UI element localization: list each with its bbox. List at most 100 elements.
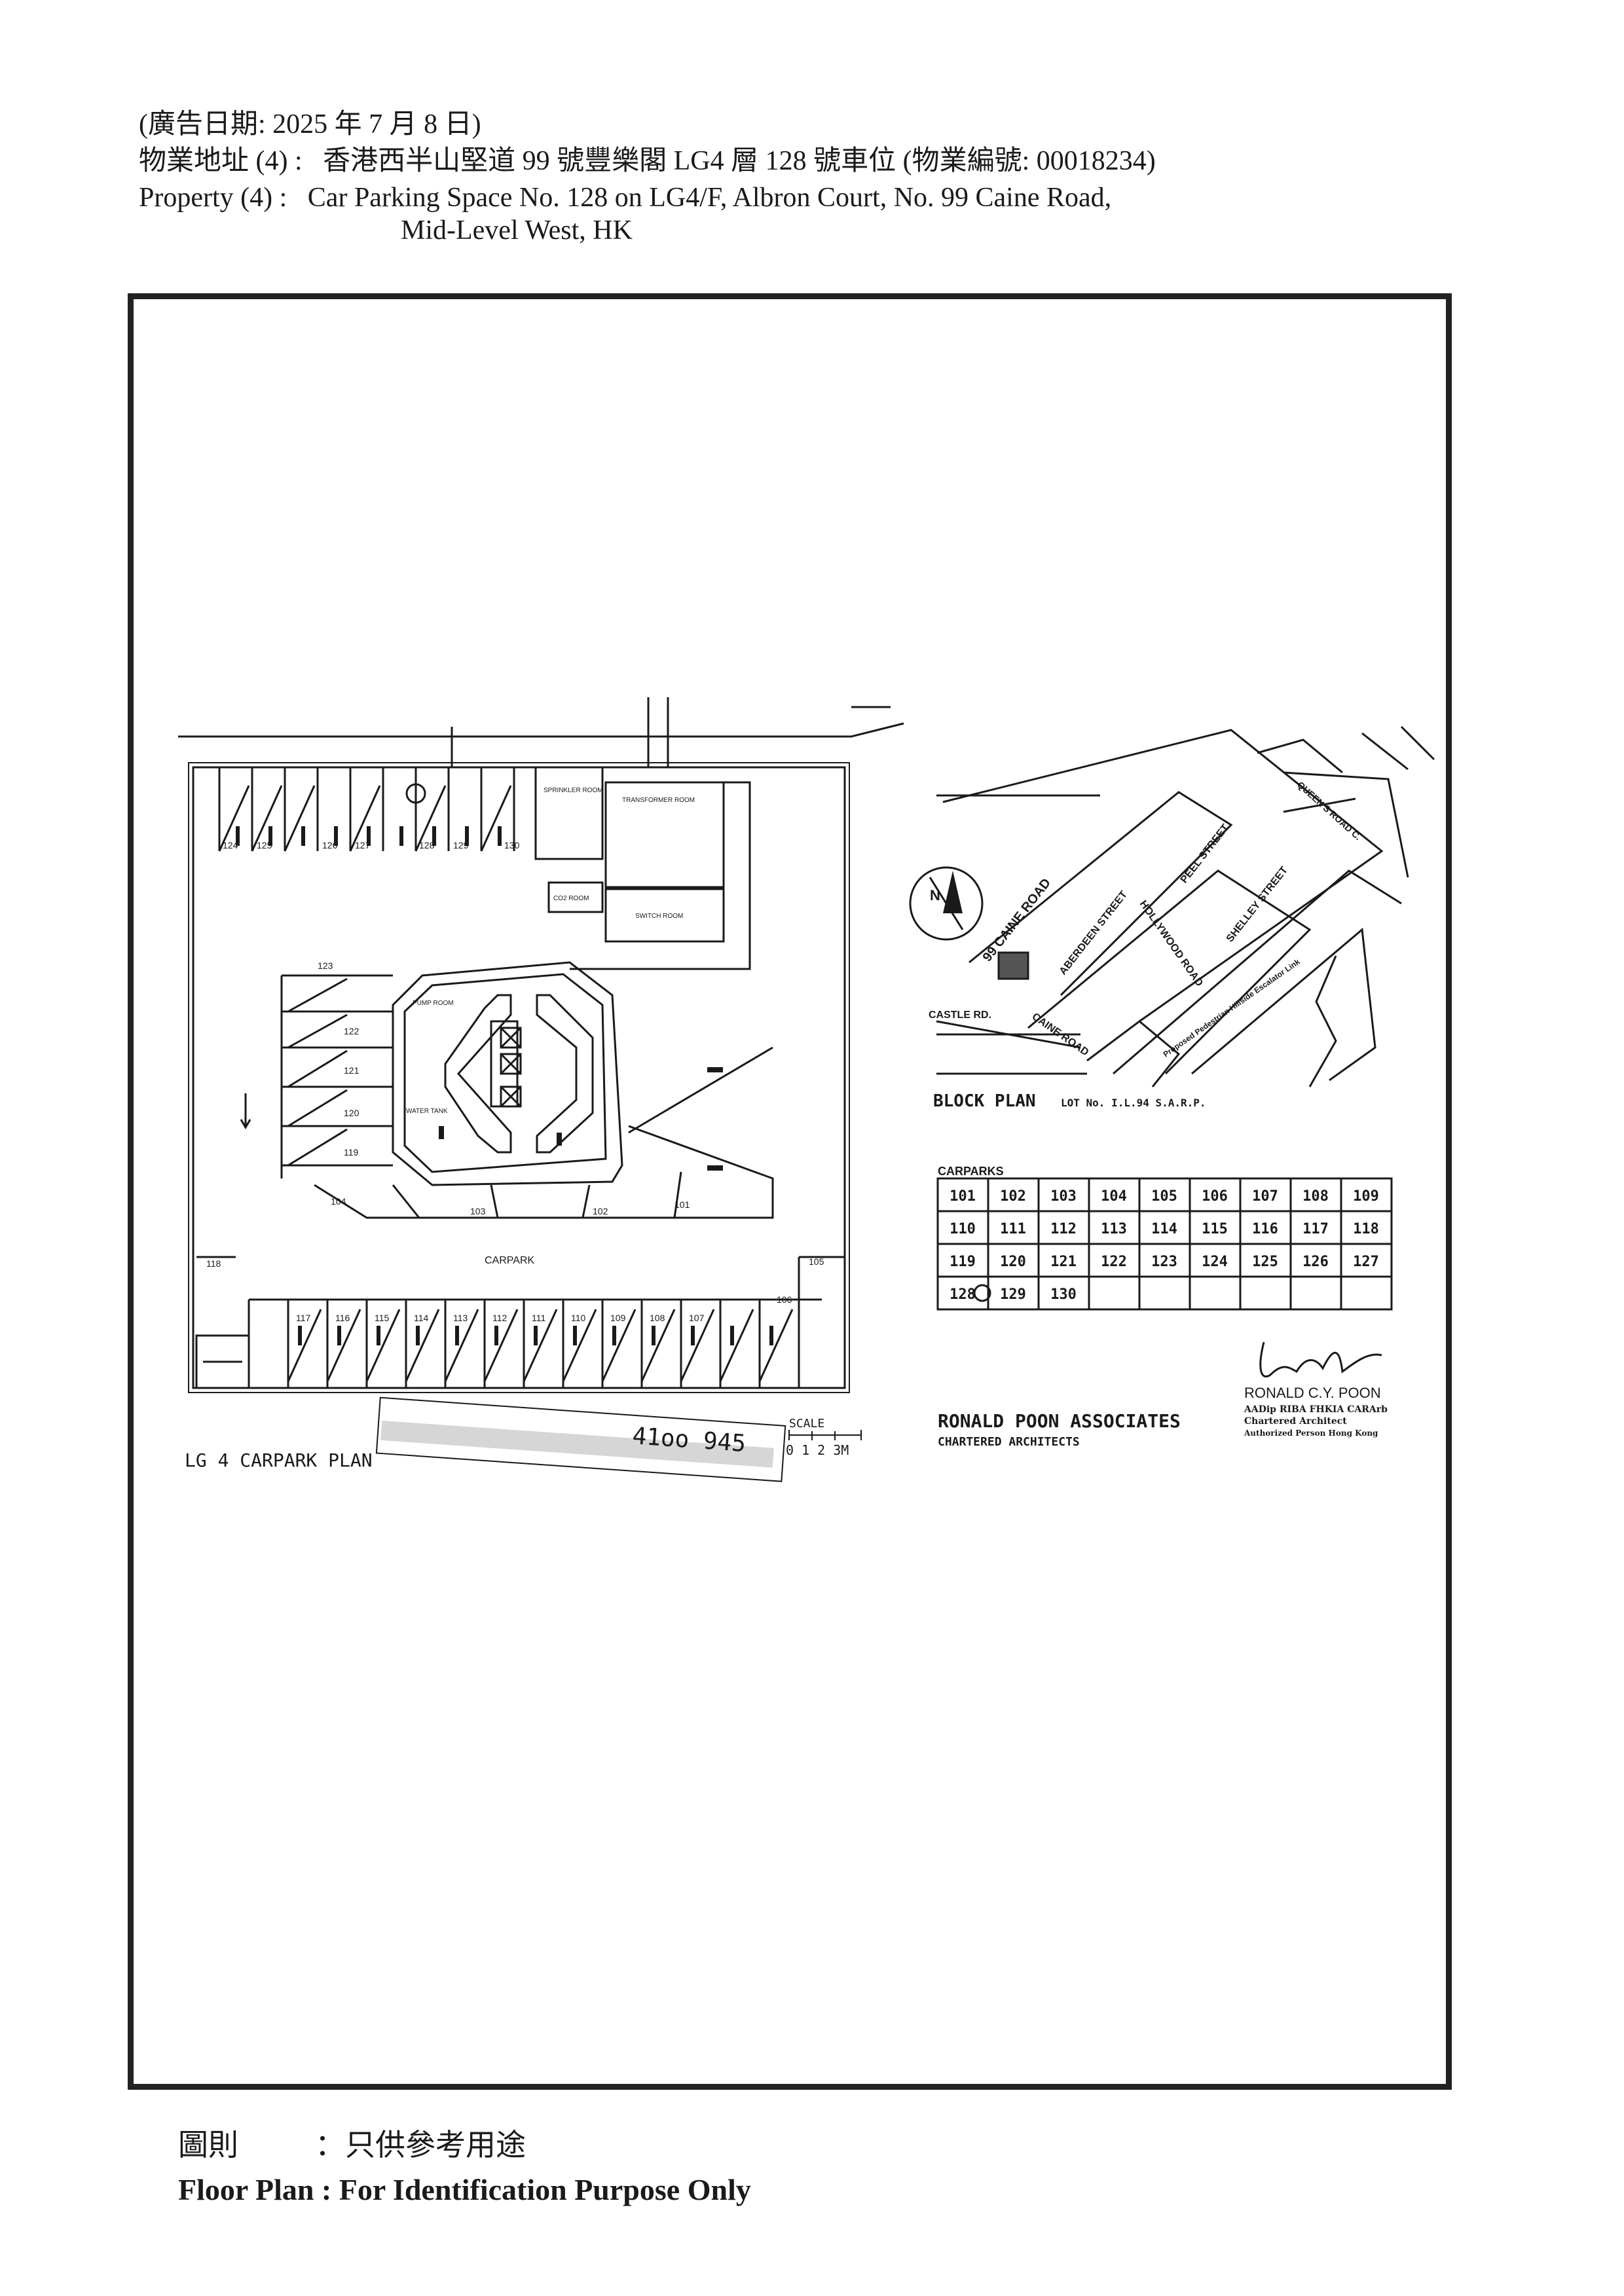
architect-firm: RONALD POON ASSOCIATES <box>938 1410 1181 1432</box>
table-cell: 129 <box>1000 1286 1026 1303</box>
highlight-circle-table-128 <box>973 1284 991 1302</box>
bay-128: 128 <box>419 840 435 850</box>
bay-122: 122 <box>344 1026 360 1036</box>
bay-113: 113 <box>453 1313 468 1323</box>
property-label: Property (4) : <box>139 183 287 213</box>
bay-115: 115 <box>375 1313 390 1323</box>
table-cell: 101 <box>950 1188 976 1205</box>
site-marker <box>997 951 1029 980</box>
bay-118: 118 <box>206 1258 221 1269</box>
stamp <box>375 1396 786 1482</box>
switch-room <box>604 888 725 943</box>
switch-room-label: SWITCH ROOM <box>635 913 683 920</box>
central-core <box>392 961 623 1186</box>
table-cell: 127 <box>1353 1254 1379 1270</box>
advertisement-date: (廣告日期: 2025 年 7 月 8 日) <box>139 109 481 139</box>
top-bays <box>218 767 515 852</box>
plan-title: LG 4 CARPARK PLAN <box>185 1449 373 1471</box>
scale-bar <box>788 1430 862 1440</box>
table-cell: 122 <box>1101 1254 1127 1270</box>
carparks-table-cells: 101 102 103 104 105 106 107 108 109 110 … <box>950 1188 1379 1303</box>
co2-room-label: CO2 ROOM <box>553 895 589 902</box>
floor-plan-frame <box>128 293 1452 2090</box>
architect-title-1: Chartered Architect <box>1244 1416 1347 1427</box>
property-value-line2: Mid-Level West, HK <box>401 215 633 246</box>
transformer-room-label: TRANSFORMER ROOM <box>622 797 695 804</box>
block-plan-lot: LOT No. I.L.94 S.A.R.P. <box>1061 1097 1206 1109</box>
table-cell: 125 <box>1252 1254 1278 1270</box>
bay-121: 121 <box>344 1065 360 1076</box>
architect-quals: AADip RIBA FHKIA CARArb <box>1244 1404 1388 1415</box>
bay-112: 112 <box>492 1313 507 1323</box>
scale-label: SCALE <box>789 1417 824 1430</box>
road-castle: CASTLE RD. <box>929 1010 991 1021</box>
bottom-bays <box>195 1256 845 1389</box>
north-arrow-circle <box>909 866 984 941</box>
sprinkler-room-label: SPRINKLER ROOM <box>544 787 603 794</box>
table-cell: 103 <box>1050 1188 1077 1205</box>
bay-123: 123 <box>318 960 333 971</box>
road-aberdeen: ABERDEEN STREET <box>1058 889 1130 977</box>
block-plan-title: BLOCK PLAN <box>933 1091 1036 1111</box>
bay-125: 125 <box>257 840 272 850</box>
table-cell: 111 <box>1000 1221 1026 1237</box>
property-line: Property (4) : Car Parking Space No. 128… <box>139 182 1111 213</box>
bay-110: 110 <box>571 1313 586 1323</box>
table-cell: 121 <box>1050 1254 1077 1270</box>
footer-en: Floor Plan : For Identification Purpose … <box>178 2173 751 2206</box>
bay-109: 109 <box>610 1313 626 1323</box>
left-bays <box>280 974 393 1178</box>
table-cell: 105 <box>1151 1188 1177 1205</box>
signature-icon <box>1259 1341 1382 1377</box>
bay-104: 104 <box>331 1196 346 1207</box>
road-peel: PEEL STREET <box>1179 822 1232 886</box>
carpark-label: CARPARK <box>485 1255 534 1266</box>
bay-117: 117 <box>296 1313 311 1323</box>
architect-firm-sub: CHARTERED ARCHITECTS <box>938 1435 1080 1449</box>
table-cell: 106 <box>1202 1188 1228 1205</box>
road-shelley: SHELLEY STREET <box>1225 865 1290 945</box>
scale-ticks: 0 1 2 3M <box>786 1442 849 1458</box>
table-cell: 126 <box>1302 1254 1329 1270</box>
bay-126: 126 <box>322 840 338 850</box>
block-plan-map <box>909 725 1435 1087</box>
bay-102: 102 <box>593 1206 608 1216</box>
address-zh-value: 香港西半山堅道 99 號豐樂閣 LG4 層 128 號車位 (物業編號: 000… <box>323 146 1156 176</box>
carpark-outline-outer <box>188 762 850 1393</box>
architect-title-2: Authorized Person Hong Kong <box>1244 1429 1378 1438</box>
table-cell: 120 <box>1000 1254 1026 1270</box>
table-cell: 108 <box>1302 1188 1329 1205</box>
road-queens: QUEEN'S ROAD C. <box>1295 779 1363 842</box>
bay-129: 129 <box>453 840 469 850</box>
sprinkler-room <box>534 766 604 860</box>
north-arrow-icon <box>943 871 963 913</box>
highlight-circle-128 <box>405 783 426 804</box>
table-cell-128: 128 <box>950 1286 976 1303</box>
table-cell: 102 <box>1000 1188 1026 1205</box>
bay-111: 111 <box>532 1313 545 1323</box>
carparks-table-title: CARPARKS <box>938 1165 1004 1178</box>
table-cell: 104 <box>1101 1188 1127 1205</box>
address-zh-line: 物業地址 (4) : 香港西半山堅道 99 號豐樂閣 LG4 層 128 號車位… <box>139 145 1156 177</box>
carparks-table-grid <box>936 1177 1393 1311</box>
table-cell: 114 <box>1151 1221 1177 1237</box>
bay-127: 127 <box>355 840 371 850</box>
footer-zh-label: 圖則 <box>178 2127 238 2162</box>
table-cell: 110 <box>950 1221 976 1237</box>
road-hollywood: HOLLYWOOD ROAD <box>1137 899 1205 989</box>
ring-bays <box>314 1125 774 1219</box>
bay-107: 107 <box>689 1313 705 1323</box>
north-label: N <box>930 887 940 903</box>
bay-103: 103 <box>470 1206 486 1216</box>
road-caine: 99 CAINE ROAD <box>980 876 1054 964</box>
table-cell: 107 <box>1252 1188 1278 1205</box>
table-cell: 119 <box>950 1254 976 1270</box>
carpark-outline <box>192 766 846 1389</box>
bay-106: 106 <box>777 1294 792 1305</box>
table-cell: 115 <box>1202 1221 1228 1237</box>
bay-108: 108 <box>650 1313 665 1323</box>
table-cell: 116 <box>1252 1221 1278 1237</box>
bay-101: 101 <box>674 1199 690 1210</box>
bay-105: 105 <box>809 1256 824 1267</box>
table-cell: 112 <box>1050 1221 1077 1237</box>
